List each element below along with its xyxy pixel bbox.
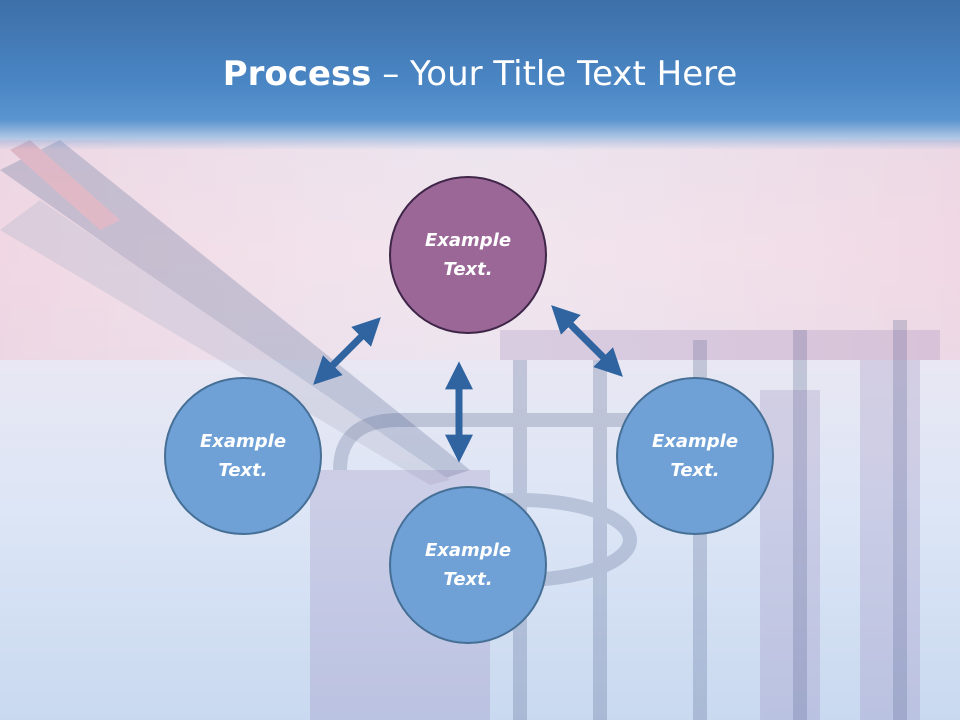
arrow-center-right [560,314,614,368]
right-circle: Example Text. [616,377,774,535]
center-circle-text: Example Text. [408,226,528,284]
bottom-circle-text: Example Text. [408,536,528,594]
left-circle: Example Text. [164,377,322,535]
left-circle-text: Example Text. [183,427,303,485]
right-circle-text: Example Text. [635,427,755,485]
arrow-center-left [322,326,372,376]
center-circle: Example Text. [389,176,547,334]
bottom-circle: Example Text. [389,486,547,644]
